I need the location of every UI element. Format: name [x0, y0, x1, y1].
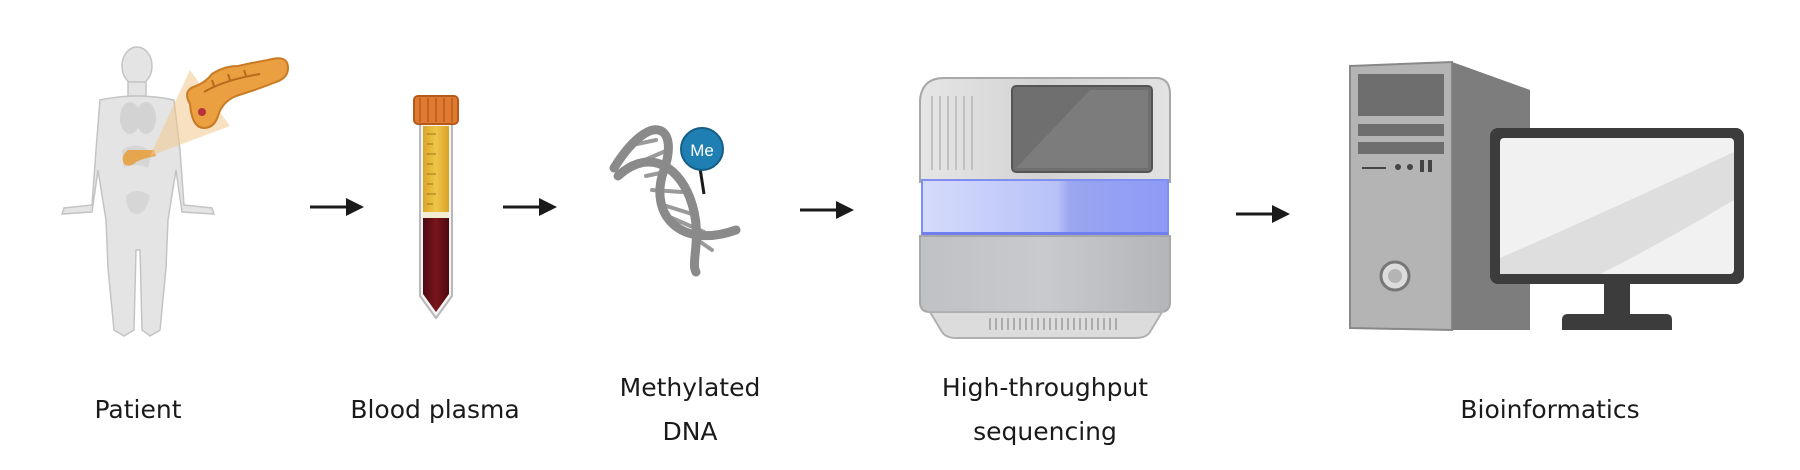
methyl-tag: Me	[690, 141, 714, 160]
step-label-line: Blood plasma	[350, 395, 520, 424]
step-label-line: Methylated	[619, 373, 761, 402]
computer-tower	[1349, 60, 1530, 332]
step-label-bioinformatics: Bioinformatics	[1440, 388, 1660, 432]
step-label-sequencing: High-throughput sequencing	[920, 366, 1170, 454]
arrow-1	[310, 198, 364, 216]
step-label-line: High-throughput	[941, 373, 1149, 402]
methyl-circle	[680, 127, 724, 171]
step-label-patient: Patient	[62, 388, 214, 432]
blood-tube	[413, 95, 459, 320]
step-label-line: DNA	[662, 417, 718, 446]
arrow-4	[1236, 205, 1290, 223]
arrow-3	[800, 201, 854, 219]
arrow-2	[503, 198, 557, 216]
dna-helix: Me	[609, 125, 741, 277]
step-label-line: sequencing	[973, 417, 1117, 446]
patient-figure	[60, 46, 290, 337]
pancreas-organ	[186, 57, 290, 130]
sequencer-machine	[919, 77, 1171, 339]
step-label-line: Bioinformatics	[1460, 395, 1640, 424]
step-label-methylated-dna: Methylated DNA	[600, 366, 780, 454]
computer-monitor	[1490, 128, 1744, 330]
step-label-line: Patient	[94, 395, 182, 424]
step-label-blood-plasma: Blood plasma	[340, 388, 530, 432]
